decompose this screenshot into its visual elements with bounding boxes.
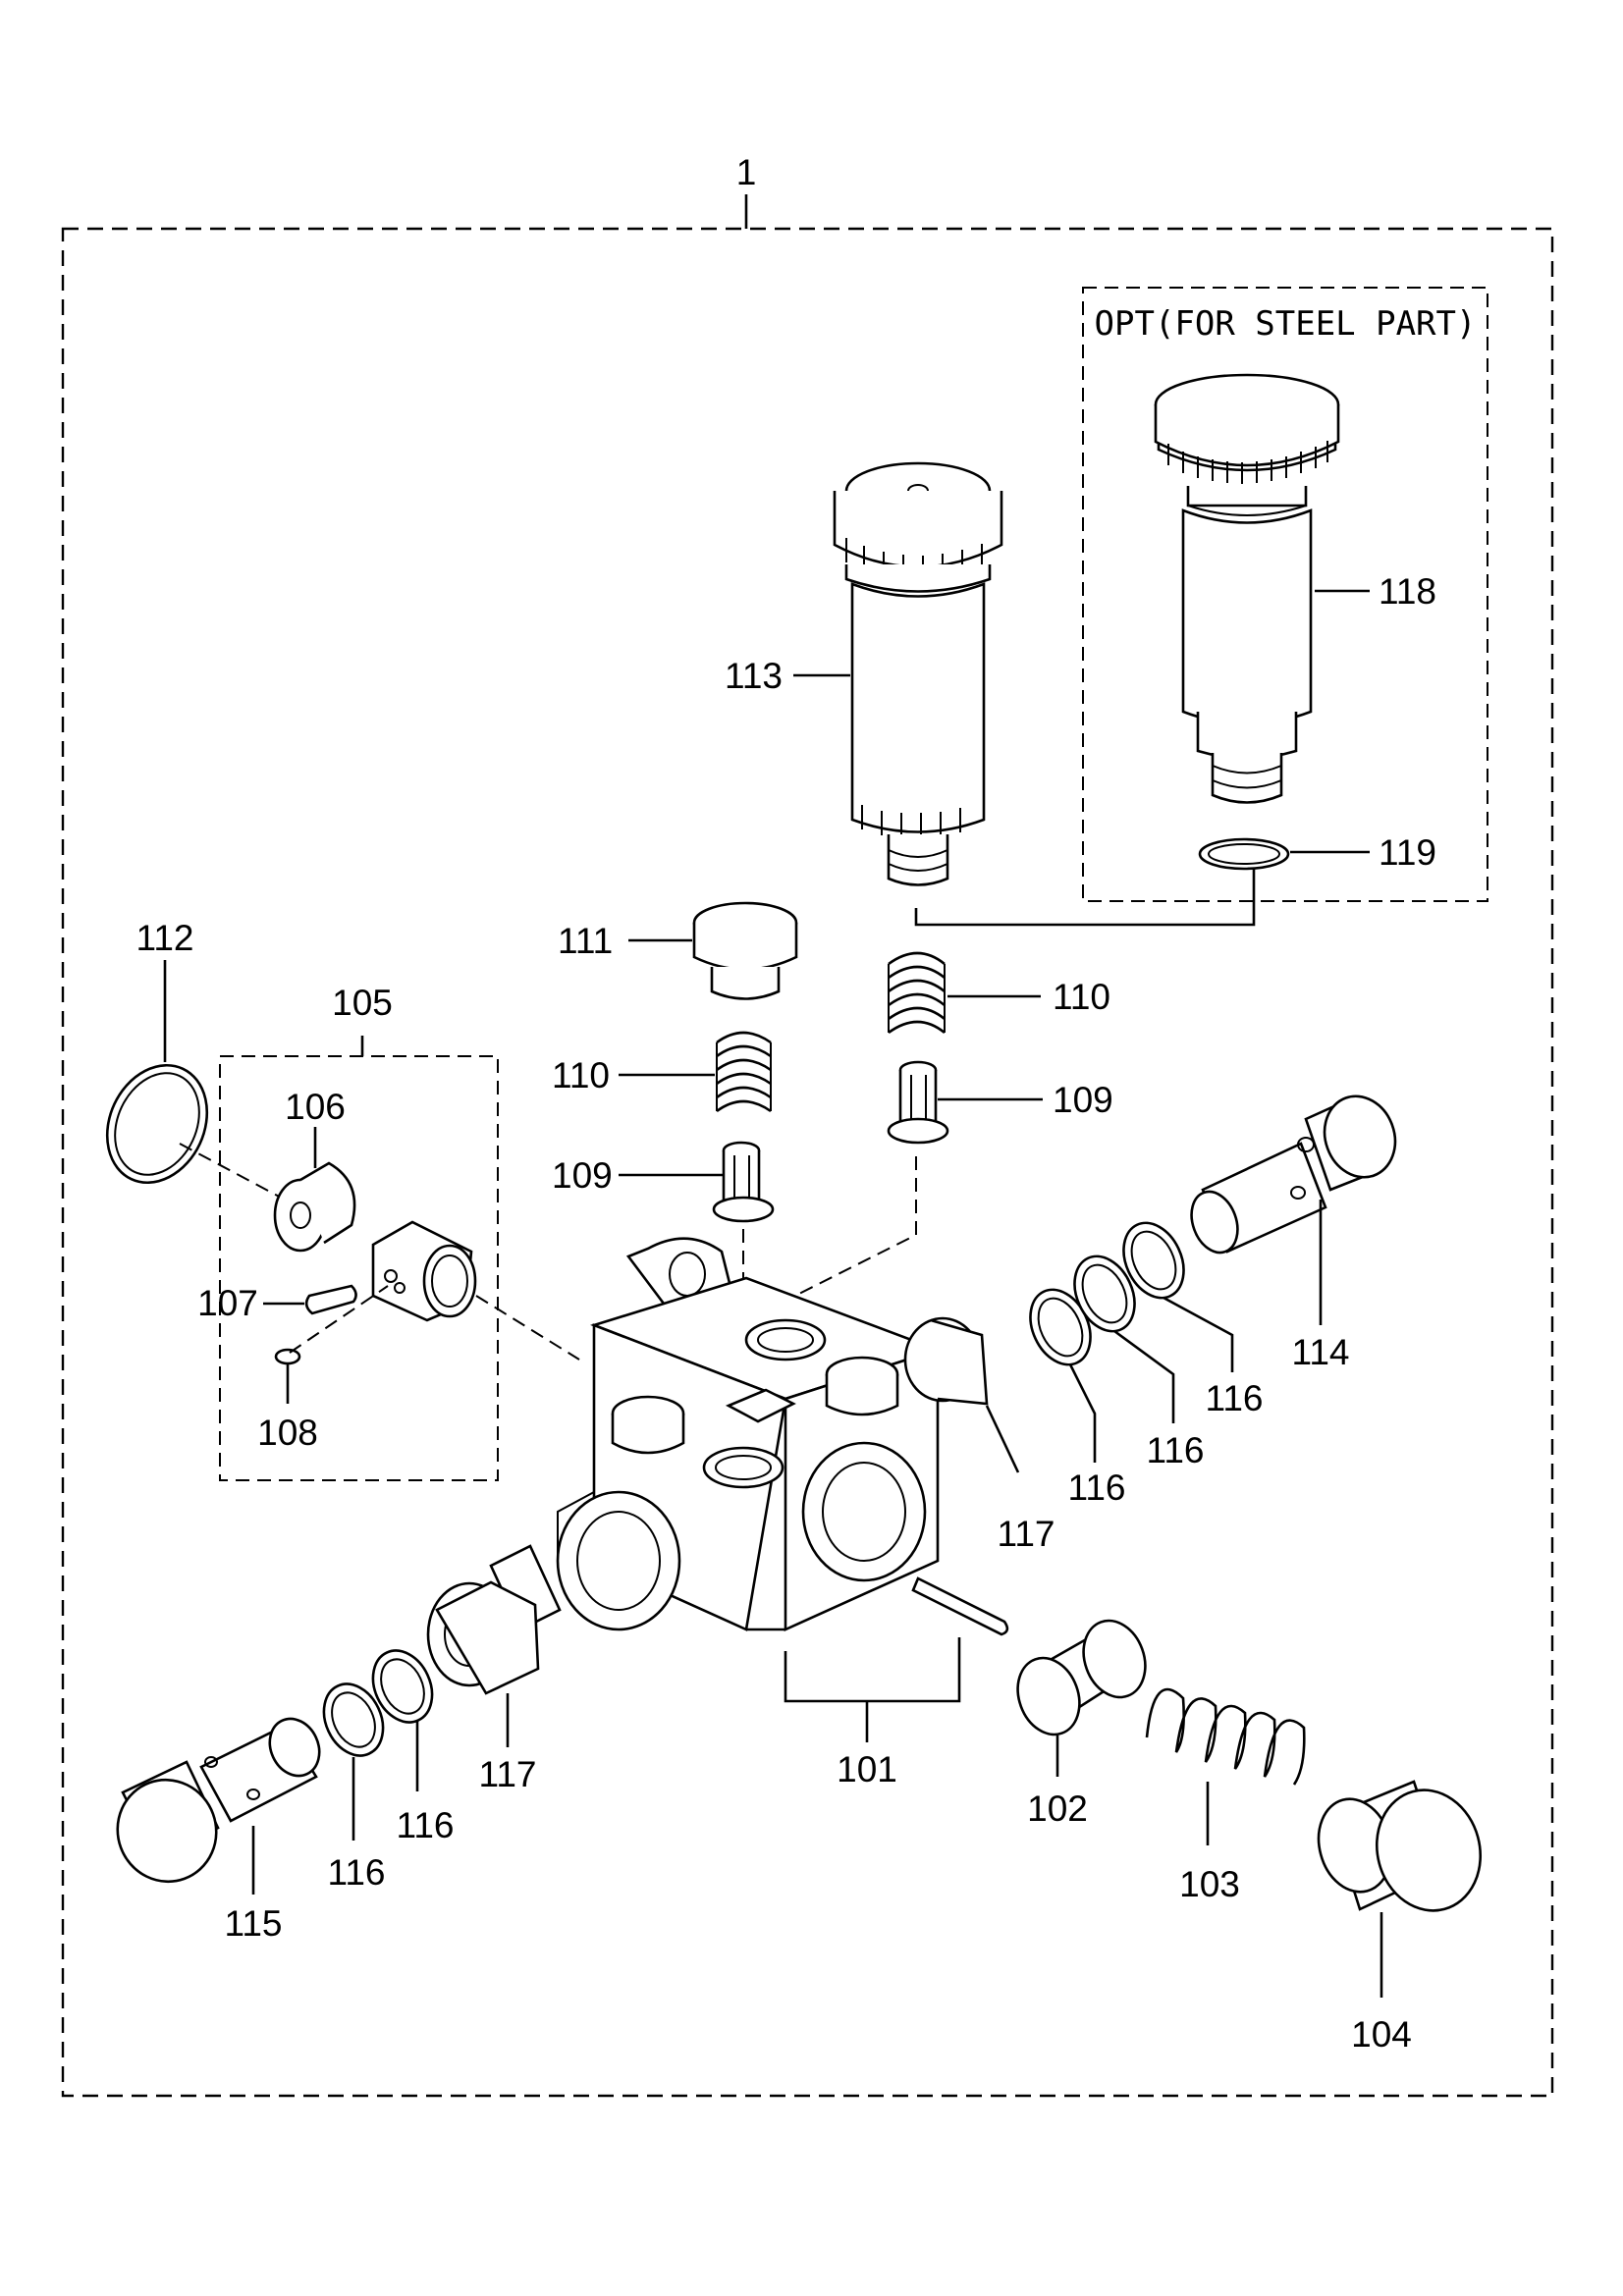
part-104-plug <box>1317 1780 1483 1998</box>
callout-116-r3: 116 <box>1206 1378 1264 1418</box>
part-110-spring-right <box>888 951 1041 1035</box>
callout-104: 104 <box>1351 2014 1412 2055</box>
callout-117-left: 117 <box>479 1754 537 1794</box>
assembly-frame: 1 <box>61 152 1554 2098</box>
option-box: OPT(FOR STEEL PART) <box>1082 287 1488 902</box>
part-116-washer-right-2 <box>1073 1255 1175 1423</box>
part-119-o-ring <box>1198 837 1370 871</box>
part-107-pin <box>263 1284 357 1315</box>
callout-113: 113 <box>725 656 783 696</box>
part-115-eye-bolt <box>116 1717 321 1895</box>
part-116-washer-left-1 <box>371 1649 434 1791</box>
part-108-screw <box>274 1285 389 1404</box>
callout-112: 112 <box>136 918 194 958</box>
callout-101: 101 <box>837 1749 897 1789</box>
part-116-washer-right-3 <box>1122 1221 1234 1372</box>
part-109-valve-right <box>775 1060 1043 1307</box>
callout-108: 108 <box>257 1413 318 1453</box>
callout-109-left: 109 <box>552 1155 613 1196</box>
callout-107: 107 <box>197 1283 258 1323</box>
callout-119: 119 <box>1379 832 1436 873</box>
part-116-washer-left-2 <box>322 1682 385 1841</box>
callout-114: 114 <box>1292 1332 1350 1372</box>
option-box-title: OPT(FOR STEEL PART) <box>1095 304 1477 344</box>
callout-117-right: 117 <box>998 1514 1055 1554</box>
part-102-sleeve <box>1016 1619 1147 1777</box>
callout-110-right: 110 <box>1053 977 1110 1017</box>
part-112-snap-ring <box>105 960 286 1201</box>
part-106-roller <box>273 1127 356 1253</box>
callout-109-right: 109 <box>1053 1080 1113 1120</box>
callout-116-r2: 116 <box>1147 1430 1205 1470</box>
callout-116-r1: 116 <box>1068 1468 1126 1508</box>
callout-116-l1: 116 <box>397 1805 455 1845</box>
kit-105-box: 105 <box>219 983 499 1481</box>
part-110-spring-left <box>619 1031 772 1113</box>
assembly-label: 1 <box>736 152 757 192</box>
part-117-fitting-left <box>426 1544 562 1747</box>
callout-118: 118 <box>1379 571 1436 612</box>
part-101-pump-body <box>556 1237 1009 1742</box>
part-103-spring <box>1145 1687 1306 1845</box>
callout-115: 115 <box>225 1903 283 1944</box>
part-113-priming-pump <box>793 461 1003 886</box>
part-109-valve-left <box>619 1141 775 1404</box>
part-118-priming-pump-steel <box>1154 373 1370 804</box>
part-105-tappet-body <box>371 1220 580 1361</box>
callout-105: 105 <box>332 983 393 1023</box>
callout-110-left: 110 <box>552 1055 610 1095</box>
part-116-washer-right-1 <box>1029 1288 1097 1463</box>
part-114-eye-bolt <box>1190 1095 1397 1325</box>
callout-116-l2: 116 <box>328 1852 386 1893</box>
callout-102: 102 <box>1027 1789 1088 1829</box>
callout-103: 103 <box>1179 1864 1240 1904</box>
part-111-plug <box>628 901 798 1000</box>
callout-111: 111 <box>558 921 613 961</box>
callout-106: 106 <box>285 1087 346 1127</box>
